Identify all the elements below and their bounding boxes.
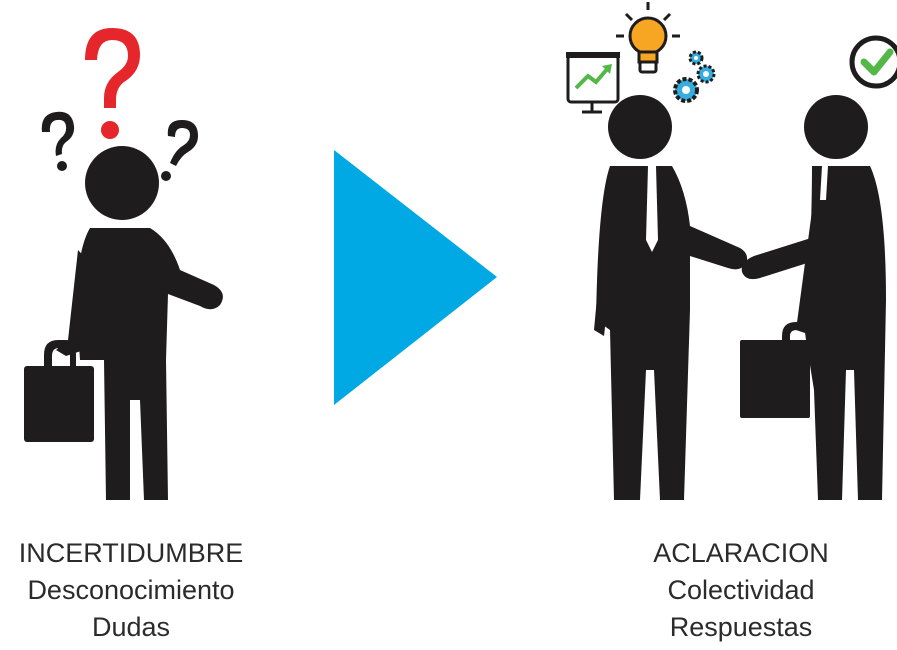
lightbulb-icon [616, 2, 680, 74]
left-caption: INCERTIDUMBRE Desconocimiento Dudas [0, 535, 262, 646]
question-mark-icon [161, 120, 198, 181]
right-caption: ACLARACION Colectividad Respuestas [610, 535, 872, 646]
question-mark-icon [85, 28, 140, 139]
caption-line: Dudas [91, 612, 171, 642]
briefcase-icon [24, 340, 94, 442]
caption-title: INCERTIDUMBRE [18, 538, 244, 568]
play-arrow-icon [334, 150, 497, 405]
presentation-chart-icon [566, 52, 620, 114]
caption-line: Colectividad [667, 575, 815, 605]
caption-line: Respuestas [669, 612, 813, 642]
checkmark-icon [849, 35, 897, 89]
gears-icon [673, 50, 716, 103]
confused-man [24, 28, 223, 500]
question-mark-icon [41, 111, 75, 171]
caption-line: Desconocimiento [27, 575, 235, 605]
caption-title: ACLARACION [653, 538, 829, 568]
briefcase-icon [740, 322, 814, 418]
handshake-scene [566, 2, 897, 500]
